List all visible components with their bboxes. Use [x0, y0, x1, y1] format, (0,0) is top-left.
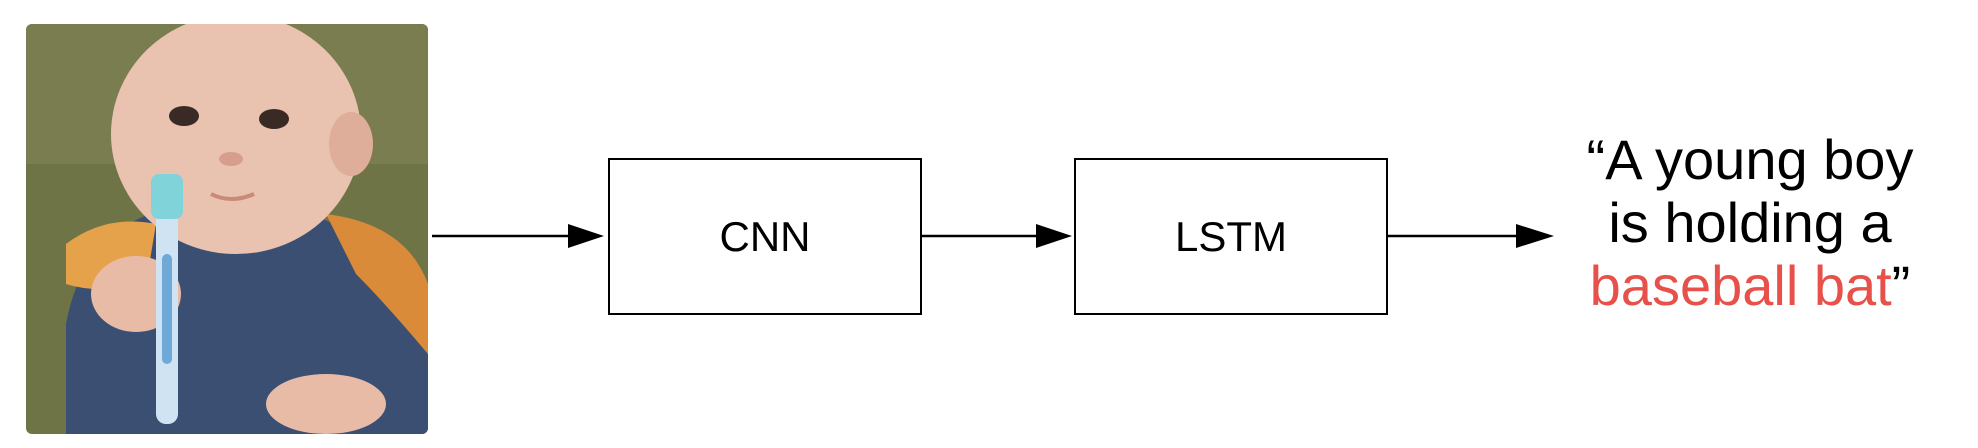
close-quote: ” [1891, 254, 1911, 317]
arrow-lstm-to-caption [1388, 224, 1554, 248]
cnn-label: CNN [719, 212, 811, 260]
arrow-image-to-cnn [432, 224, 604, 248]
baby-photo [26, 24, 428, 434]
caption-line-1-text: A young boy [1605, 128, 1914, 191]
lstm-label: LSTM [1174, 212, 1287, 260]
lstm-block: LSTM [1074, 158, 1388, 315]
arrow-cnn-to-lstm [922, 224, 1072, 248]
caption-line-2: is holding a [1608, 191, 1892, 254]
caption-line-1: “A young boy [1530, 128, 1970, 191]
input-image [26, 24, 428, 434]
generated-caption: “A young boy is holding a baseball bat” [1530, 128, 1970, 317]
cnn-block: CNN [608, 158, 922, 315]
caption-highlight: baseball bat [1589, 254, 1892, 317]
open-quote: “ [1586, 128, 1606, 191]
caption-line-3: baseball bat” [1530, 254, 1970, 317]
